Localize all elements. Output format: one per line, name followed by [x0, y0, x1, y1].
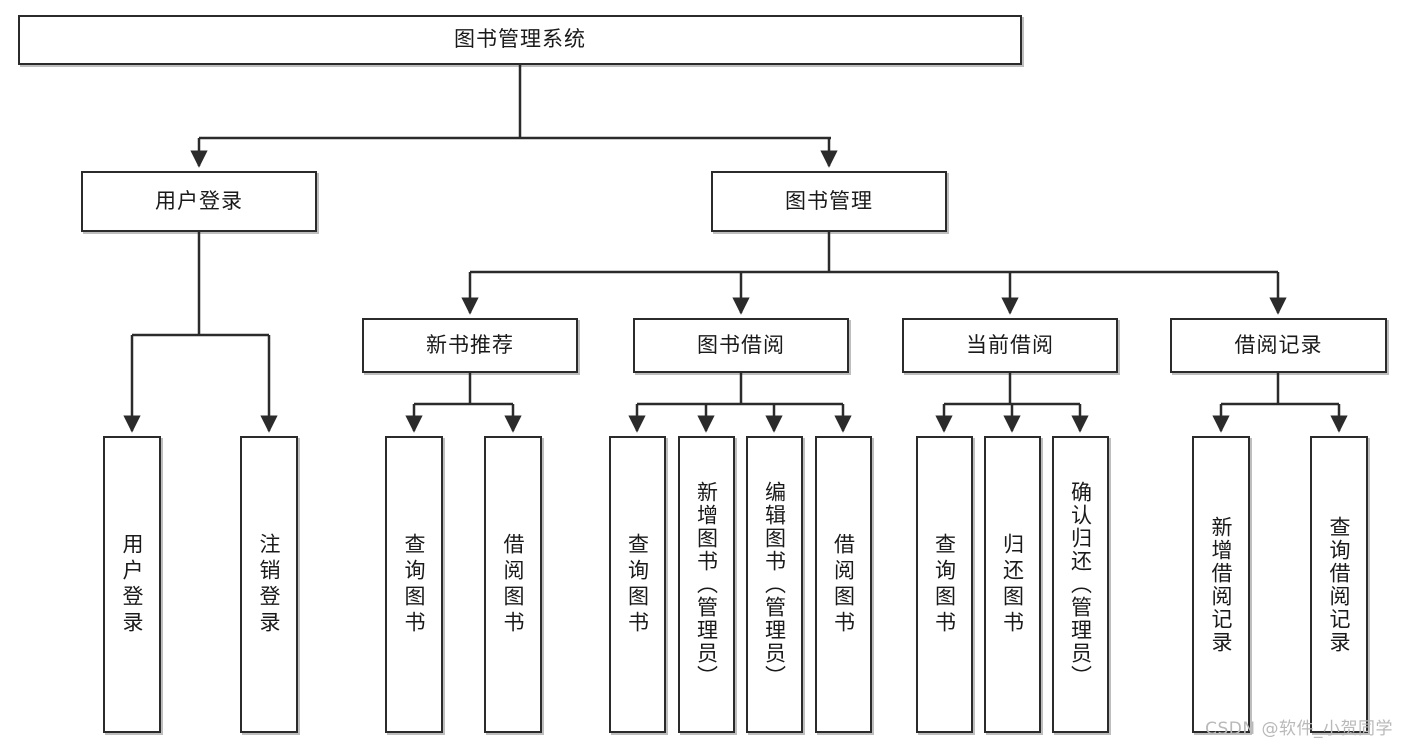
leaf-record-query-record[interactable]: 查询借阅记录 [1310, 436, 1368, 733]
node-book-management[interactable]: 图书管理 [711, 171, 947, 232]
leaf-newbook-borrow-book[interactable]: 借阅图书 [484, 436, 542, 733]
node-current-borrow[interactable]: 当前借阅 [902, 318, 1118, 373]
leaf-borrow-query-book[interactable]: 查询图书 [609, 436, 666, 733]
node-user-login[interactable]: 用户登录 [81, 171, 317, 232]
leaf-borrow-lend-book[interactable]: 借阅图书 [815, 436, 872, 733]
leaf-borrow-edit-book-admin[interactable]: 编辑图书（管理员） [746, 436, 803, 733]
leaf-current-confirm-return-admin[interactable]: 确认归还（管理员） [1052, 436, 1109, 733]
leaf-user-login[interactable]: 用户登录 [103, 436, 161, 733]
node-borrow-record[interactable]: 借阅记录 [1170, 318, 1387, 373]
leaf-record-add-record[interactable]: 新增借阅记录 [1192, 436, 1250, 733]
node-root[interactable]: 图书管理系统 [18, 15, 1022, 65]
node-book-borrow[interactable]: 图书借阅 [633, 318, 849, 373]
leaf-user-logout[interactable]: 注销登录 [240, 436, 298, 733]
node-new-book-recommend[interactable]: 新书推荐 [362, 318, 578, 373]
leaf-current-return-book[interactable]: 归还图书 [984, 436, 1041, 733]
leaf-current-query-book[interactable]: 查询图书 [916, 436, 973, 733]
leaf-newbook-query-book[interactable]: 查询图书 [385, 436, 443, 733]
leaf-borrow-add-book-admin[interactable]: 新增图书（管理员） [678, 436, 735, 733]
